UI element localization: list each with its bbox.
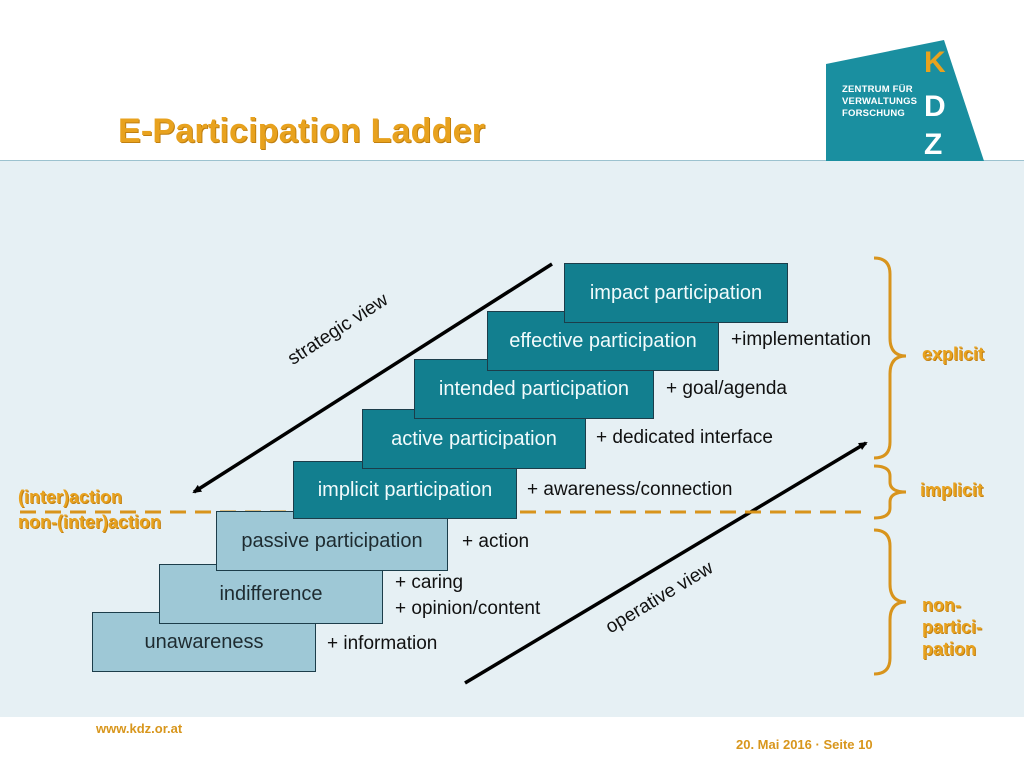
addon-opinion-content: + opinion/content xyxy=(395,598,541,619)
step-indifference: indifference xyxy=(159,564,383,624)
operative-view-arrow xyxy=(464,441,868,685)
non-participation-label: non- partici- pation xyxy=(922,594,982,660)
logo-line-2: VERWALTUNGS xyxy=(842,96,918,107)
non-participation-line-3: pation xyxy=(922,639,976,659)
explicit-brace xyxy=(873,256,907,460)
step-passive-participation: passive participation xyxy=(216,511,448,571)
addon-awareness-connection: + awareness/connection xyxy=(527,479,733,500)
addon-implementation: +implementation xyxy=(731,329,871,350)
logo-letter-d: D xyxy=(924,90,946,123)
addon-dedicated-interface: + dedicated interface xyxy=(596,427,773,448)
footer-date-page: 20. Mai 2016 · Seite 10 xyxy=(736,737,873,752)
non-participation-line-2: partici- xyxy=(922,617,983,637)
non-participation-line-1: non- xyxy=(922,595,961,615)
slide-title: E-Participation Ladder xyxy=(118,112,486,150)
implicit-brace xyxy=(873,464,907,520)
logo-text: ZENTRUM FÜR VERWALTUNGS FORSCHUNG xyxy=(842,84,917,120)
non-participation-brace xyxy=(873,528,907,676)
strategic-view-arrow xyxy=(192,262,553,494)
logo-letter-k: K xyxy=(924,46,946,79)
step-impact-participation: impact participation xyxy=(564,263,788,323)
non-interaction-label: non-(inter)action xyxy=(18,512,161,532)
addon-goal-agenda: + goal/agenda xyxy=(666,378,787,399)
interaction-label: (inter)action xyxy=(18,487,123,507)
explicit-label: explicit xyxy=(922,344,985,364)
addon-caring: + caring xyxy=(395,572,464,593)
addon-information: + information xyxy=(327,633,438,654)
step-implicit-participation: implicit participation xyxy=(293,461,517,519)
kdz-logo: K D Z xyxy=(826,40,984,161)
logo-line-1: ZENTRUM FÜR xyxy=(842,84,913,95)
logo-line-3: FORSCHUNG xyxy=(842,108,906,119)
logo-letter-z: Z xyxy=(924,128,942,161)
footer-url[interactable]: www.kdz.or.at xyxy=(96,721,183,736)
implicit-label: implicit xyxy=(920,480,984,500)
addon-action: + action xyxy=(462,531,530,552)
